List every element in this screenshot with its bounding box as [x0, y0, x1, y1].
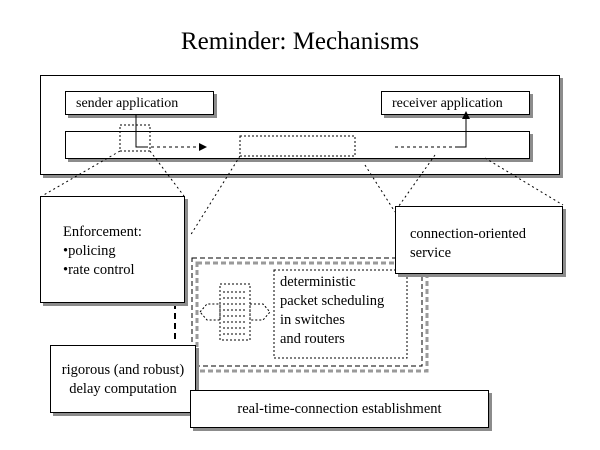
- enforcement-item-rate-control: •rate control: [63, 262, 135, 278]
- enforcement-box: Enforcement: •policing •rate control: [40, 196, 185, 303]
- sender-application-box: sender application: [65, 91, 214, 115]
- enforcement-heading: Enforcement:: [63, 224, 142, 240]
- establishment-box: real-time-connection establishment: [190, 390, 489, 428]
- scheduling-line-1: deterministic: [280, 274, 356, 290]
- enforcement-item-policing: •policing: [63, 243, 116, 259]
- scheduling-line-2: packet scheduling: [280, 293, 385, 309]
- receiver-application-label: receiver application: [392, 96, 503, 111]
- connection-oriented-box: connection-oriented service: [395, 206, 563, 274]
- scheduling-panel: [191, 257, 423, 367]
- flow-arrow-to-receiver: [455, 111, 470, 148]
- network-service-frame: [239, 135, 356, 157]
- switch-queue-icon: [199, 283, 271, 341]
- scheduling-line-3: in switches: [280, 312, 345, 328]
- receiver-application-box: receiver application: [381, 91, 530, 115]
- delay-computation-box: rigorous (and robust) delay computation: [50, 345, 196, 413]
- scheduling-line-4: and routers: [280, 331, 345, 347]
- scheduling-text: deterministic packet scheduling in switc…: [280, 273, 408, 349]
- sender-application-label: sender application: [76, 96, 179, 111]
- delay-line-2: delay computation: [69, 381, 177, 397]
- delay-line-1: rigorous (and robust): [61, 362, 185, 378]
- slide-title: Reminder: Mechanisms: [180, 28, 420, 55]
- connection-oriented-line-1: connection-oriented: [410, 226, 526, 242]
- connection-oriented-line-2: service: [410, 245, 452, 261]
- establishment-label: real-time-connection establishment: [237, 401, 442, 417]
